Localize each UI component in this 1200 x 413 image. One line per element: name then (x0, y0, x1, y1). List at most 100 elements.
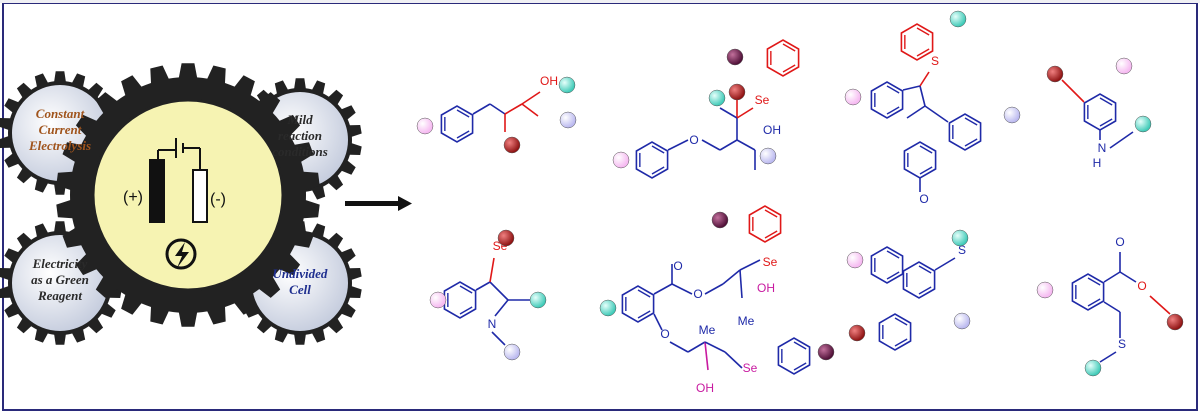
aromatic-double-bond (918, 286, 932, 295)
aromatic-double-bond (916, 48, 930, 57)
bond (704, 283, 724, 295)
bond (919, 71, 930, 87)
aromatic-double-bond (886, 85, 900, 94)
benzene-ring (621, 285, 655, 323)
aromatic-double-bond (894, 338, 908, 347)
atom-label-o: O (689, 133, 698, 147)
aromatic-double-bond (782, 64, 796, 73)
atom-label-oh: OH (696, 381, 714, 395)
atom-label-o: O (1137, 279, 1146, 293)
substituent-cyan (951, 229, 969, 247)
aromatic-double-bond (456, 109, 470, 118)
bond (667, 139, 689, 151)
substituent-pink (612, 151, 630, 169)
atom-label-o: O (1115, 235, 1124, 249)
bond (704, 341, 726, 353)
aromatic-double-bond (918, 265, 932, 274)
aromatic-double-bond (637, 289, 651, 298)
lightning-icon (165, 238, 197, 270)
label-line: as a Green (31, 272, 89, 287)
benzene-ring (1071, 273, 1105, 311)
benzene-ring (902, 261, 936, 299)
aromatic-double-bond (637, 310, 651, 319)
substituent-cyan (558, 76, 576, 94)
aromatic-double-bond (964, 138, 978, 147)
substituent-lavender (1003, 106, 1021, 124)
substituent-red (848, 324, 866, 342)
substituent-red (503, 136, 521, 154)
substituent-pink (1036, 281, 1054, 299)
bond (902, 85, 921, 91)
aromatic-double-bond (1087, 277, 1101, 286)
label-line: Electrolysis (28, 138, 91, 153)
bond (521, 103, 539, 117)
aromatic-double-bond (793, 362, 807, 371)
bond (722, 269, 741, 285)
bond (671, 283, 693, 295)
benzene-ring (443, 281, 477, 319)
bond (504, 103, 523, 115)
substituent-purple (711, 211, 729, 229)
label-line: Undivided (273, 266, 328, 281)
substituent-cyan (708, 89, 726, 107)
aromatic-double-bond (459, 306, 473, 315)
label-line: Current (39, 122, 82, 137)
benzene-ring (635, 141, 669, 179)
substituent-pink (429, 291, 447, 309)
aromatic-double-bond (1087, 298, 1101, 307)
bond (1149, 295, 1171, 315)
label-line: Mild (286, 112, 313, 127)
substituent-red (1046, 65, 1064, 83)
benzene-ring (878, 313, 912, 351)
substituent-pink (416, 117, 434, 135)
cathode-label: (-) (210, 191, 226, 208)
atom-label-s: S (931, 54, 939, 68)
substituent-pink (844, 88, 862, 106)
label-line: reaction (278, 128, 322, 143)
bond (719, 107, 738, 119)
aromatic-double-bond (1099, 97, 1113, 106)
atom-label-oh: OH (540, 74, 558, 88)
aromatic-double-bond (651, 145, 665, 154)
aromatic-double-bond (456, 130, 470, 139)
aromatic-double-bond (964, 117, 978, 126)
electricity-green-reagent-label: Electricity as a Green Reagent (31, 256, 89, 303)
label-line: Reagent (37, 288, 82, 303)
atom-label-o: O (660, 327, 669, 341)
battery-icon (149, 138, 208, 223)
aromatic-double-bond (919, 145, 933, 154)
bond (494, 299, 509, 317)
aromatic-double-bond (886, 106, 900, 115)
aromatic-double-bond (651, 166, 665, 175)
atom-label-o: O (693, 287, 702, 301)
bond (475, 281, 491, 291)
bond (906, 105, 926, 119)
aromatic-double-bond (894, 317, 908, 326)
substituent-lavender (953, 312, 971, 330)
aromatic-double-bond (916, 27, 930, 36)
bond (704, 341, 709, 371)
bond (719, 139, 738, 151)
undivided-cell-label: Undivided Cell (273, 266, 328, 297)
atom-label-oh: OH (757, 281, 775, 295)
bond (919, 85, 926, 107)
atom-label-s: S (958, 243, 966, 257)
bond (1099, 351, 1117, 363)
bond (653, 283, 673, 295)
substituent-cyan (599, 299, 617, 317)
anode-label: (+) (123, 189, 143, 206)
gear-assembly: (+) (-) Constant Current Electrolysis Mi… (0, 63, 362, 345)
electrochemical-cell-disc (91, 98, 285, 292)
aromatic-double-bond (886, 271, 900, 280)
atom-label-n: N (488, 317, 497, 331)
bond (669, 341, 689, 353)
substituent-pink (1115, 57, 1133, 75)
atom-label-se: Se (743, 361, 758, 375)
substituent-cyan (1134, 115, 1152, 133)
right-arrow-icon (345, 196, 412, 211)
substituent-red (1166, 313, 1184, 331)
bond (724, 351, 743, 369)
bond (924, 105, 949, 123)
bond (736, 139, 756, 151)
